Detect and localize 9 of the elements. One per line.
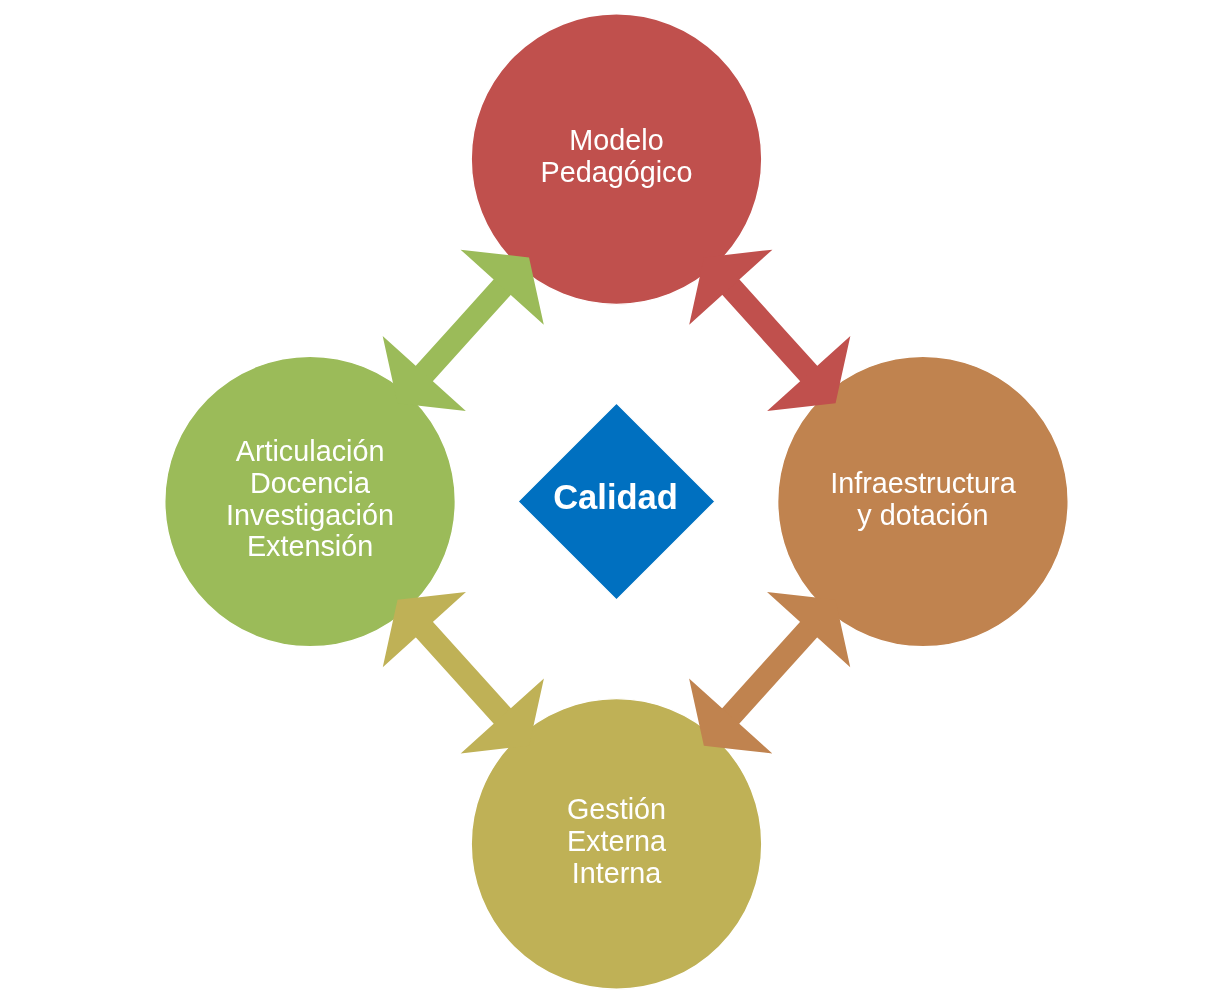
node-circle: Gestión Externa Interna — [469, 697, 763, 990]
arrow — [688, 592, 850, 754]
arrow — [382, 249, 544, 412]
node-circle: Articulación Docencia Investigación Extensión — [163, 355, 456, 648]
node-circle: Infraestructura y dotación — [776, 355, 1069, 648]
node-circle: Modelo Pedagógico — [469, 13, 763, 306]
arrow — [688, 249, 850, 412]
arrow — [382, 592, 544, 754]
node-diamond: Calidad — [516, 401, 716, 602]
